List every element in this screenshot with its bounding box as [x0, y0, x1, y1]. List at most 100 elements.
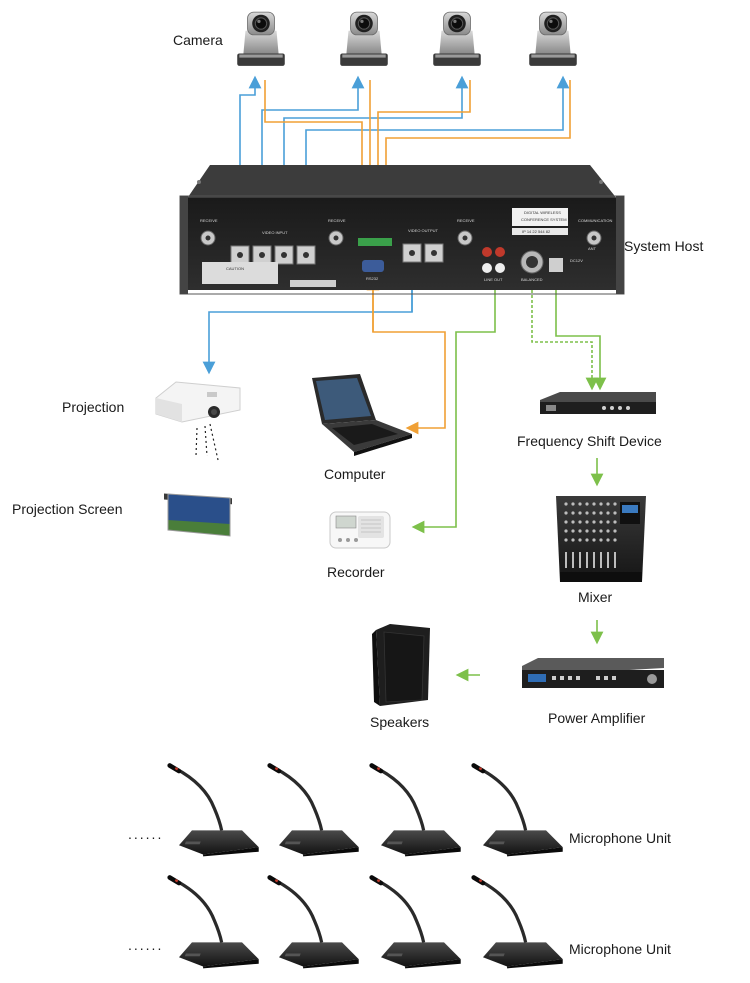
camera-device-4 [528, 11, 578, 67]
host-caution-label: CAUTION [226, 266, 244, 271]
camera-label: Camera [173, 32, 223, 48]
mixer-fader [572, 552, 574, 568]
system-host-label: System Host [624, 238, 704, 254]
mixer-knob [585, 502, 589, 506]
microphone-unit-label-1: Microphone Unit [569, 830, 671, 846]
mixer-knob [585, 538, 589, 542]
mixer-knob [578, 529, 582, 533]
mixer-knob [592, 502, 596, 506]
host-port-power: DC12V [570, 258, 583, 263]
mixer-fader [600, 552, 602, 568]
mixer-knob [578, 511, 582, 515]
mixer-knob [571, 511, 575, 515]
host-port-rs232: RS232 [366, 276, 379, 281]
mixer-knob [564, 511, 568, 515]
mixer-fader [579, 552, 581, 568]
host-port-ant: ANT [588, 246, 597, 251]
ellipsis-row-1: ...... [128, 826, 164, 842]
power-amplifier-device [522, 658, 664, 688]
mixer-knob [613, 529, 617, 533]
speakers-label: Speakers [370, 714, 430, 730]
mixer-knob [564, 529, 568, 533]
host-brand-line1: DIGITAL WIRELESS [524, 210, 561, 215]
mixer-knob [578, 520, 582, 524]
frequency-shift-label: Frequency Shift Device [517, 433, 662, 449]
microphone-2-1 [170, 877, 259, 968]
frequency-shift-device [540, 392, 656, 414]
microphone-row-1 [170, 765, 563, 856]
mixer-knob [606, 502, 610, 506]
mixer-fader [614, 552, 616, 568]
host-port-line-out: LINE OUT [484, 277, 503, 282]
microphone-row-2 [170, 877, 563, 968]
projection-screen-label: Projection Screen [12, 501, 123, 517]
host-port-communication: COMMUNICATION [578, 218, 612, 223]
mixer-knob [571, 520, 575, 524]
projector-device [155, 381, 241, 461]
mixer-fader [593, 552, 595, 568]
microphone-2-3 [372, 877, 461, 968]
mixer-knob [564, 520, 568, 524]
mixer-knob [613, 502, 617, 506]
mixer-knob [606, 529, 610, 533]
host-port-video-output: VIDEO OUTPUT [408, 228, 439, 233]
power-amplifier-label: Power Amplifier [548, 710, 646, 726]
mixer-knob [599, 538, 603, 542]
host-port-receive-3: RECEIVE [457, 218, 475, 223]
mixer-knob [564, 538, 568, 542]
microphone-1-4 [474, 765, 563, 856]
mixer-knob [571, 502, 575, 506]
microphone-unit-label-2: Microphone Unit [569, 941, 671, 957]
mixer-knob [592, 511, 596, 515]
recorder-label: Recorder [327, 564, 385, 580]
mixer-knob [571, 529, 575, 533]
mixer-fader [565, 552, 567, 568]
speaker-device [372, 624, 430, 706]
host-port-video-input: VIDEO INPUT [262, 230, 288, 235]
mixer-knob [613, 520, 617, 524]
host-brand-line2: CONFERENCE SYSTEM [521, 217, 567, 222]
computer-device [312, 374, 412, 456]
mixer-knob [613, 511, 617, 515]
mixer-knob [592, 520, 596, 524]
mixer-knob [585, 520, 589, 524]
microphone-1-3 [372, 765, 461, 856]
mixer-fader [607, 552, 609, 568]
recorder-device [329, 511, 391, 549]
mixer-knob [585, 529, 589, 533]
mixer-knob [592, 538, 596, 542]
ellipsis-row-2: ...... [128, 937, 164, 953]
mixer-knob [606, 520, 610, 524]
mixer-knob [564, 502, 568, 506]
mixer-knob [606, 538, 610, 542]
camera-device-3 [432, 11, 482, 67]
system-host-device [179, 165, 625, 295]
projection-screen-device [164, 493, 232, 537]
mixer-knob [599, 529, 603, 533]
microphone-2-2 [270, 877, 359, 968]
host-port-balanced: BALANCED [521, 277, 543, 282]
mixer-knob [599, 520, 603, 524]
mixer-label: Mixer [578, 589, 613, 605]
computer-label: Computer [324, 466, 386, 482]
mixer-knob [606, 511, 610, 515]
mixer-knob [571, 538, 575, 542]
microphone-2-4 [474, 877, 563, 968]
microphone-1-2 [270, 765, 359, 856]
host-port-receive-2: RECEIVE [328, 218, 346, 223]
mixer-knob [585, 511, 589, 515]
mixer-knob [613, 538, 617, 542]
mixer-knob [578, 502, 582, 506]
projection-label: Projection [62, 399, 125, 415]
mixer-knob [592, 529, 596, 533]
mixer-device [556, 496, 646, 582]
mixer-fader [586, 552, 588, 568]
microphone-1-1 [170, 765, 259, 856]
mixer-knob [599, 511, 603, 515]
mixer-knob [578, 538, 582, 542]
camera-device-1 [236, 11, 286, 67]
host-ip-label: IP 14 22 544 82 [522, 229, 551, 234]
host-port-receive-1: RECEIVE [200, 218, 218, 223]
camera-device-2 [339, 11, 389, 67]
